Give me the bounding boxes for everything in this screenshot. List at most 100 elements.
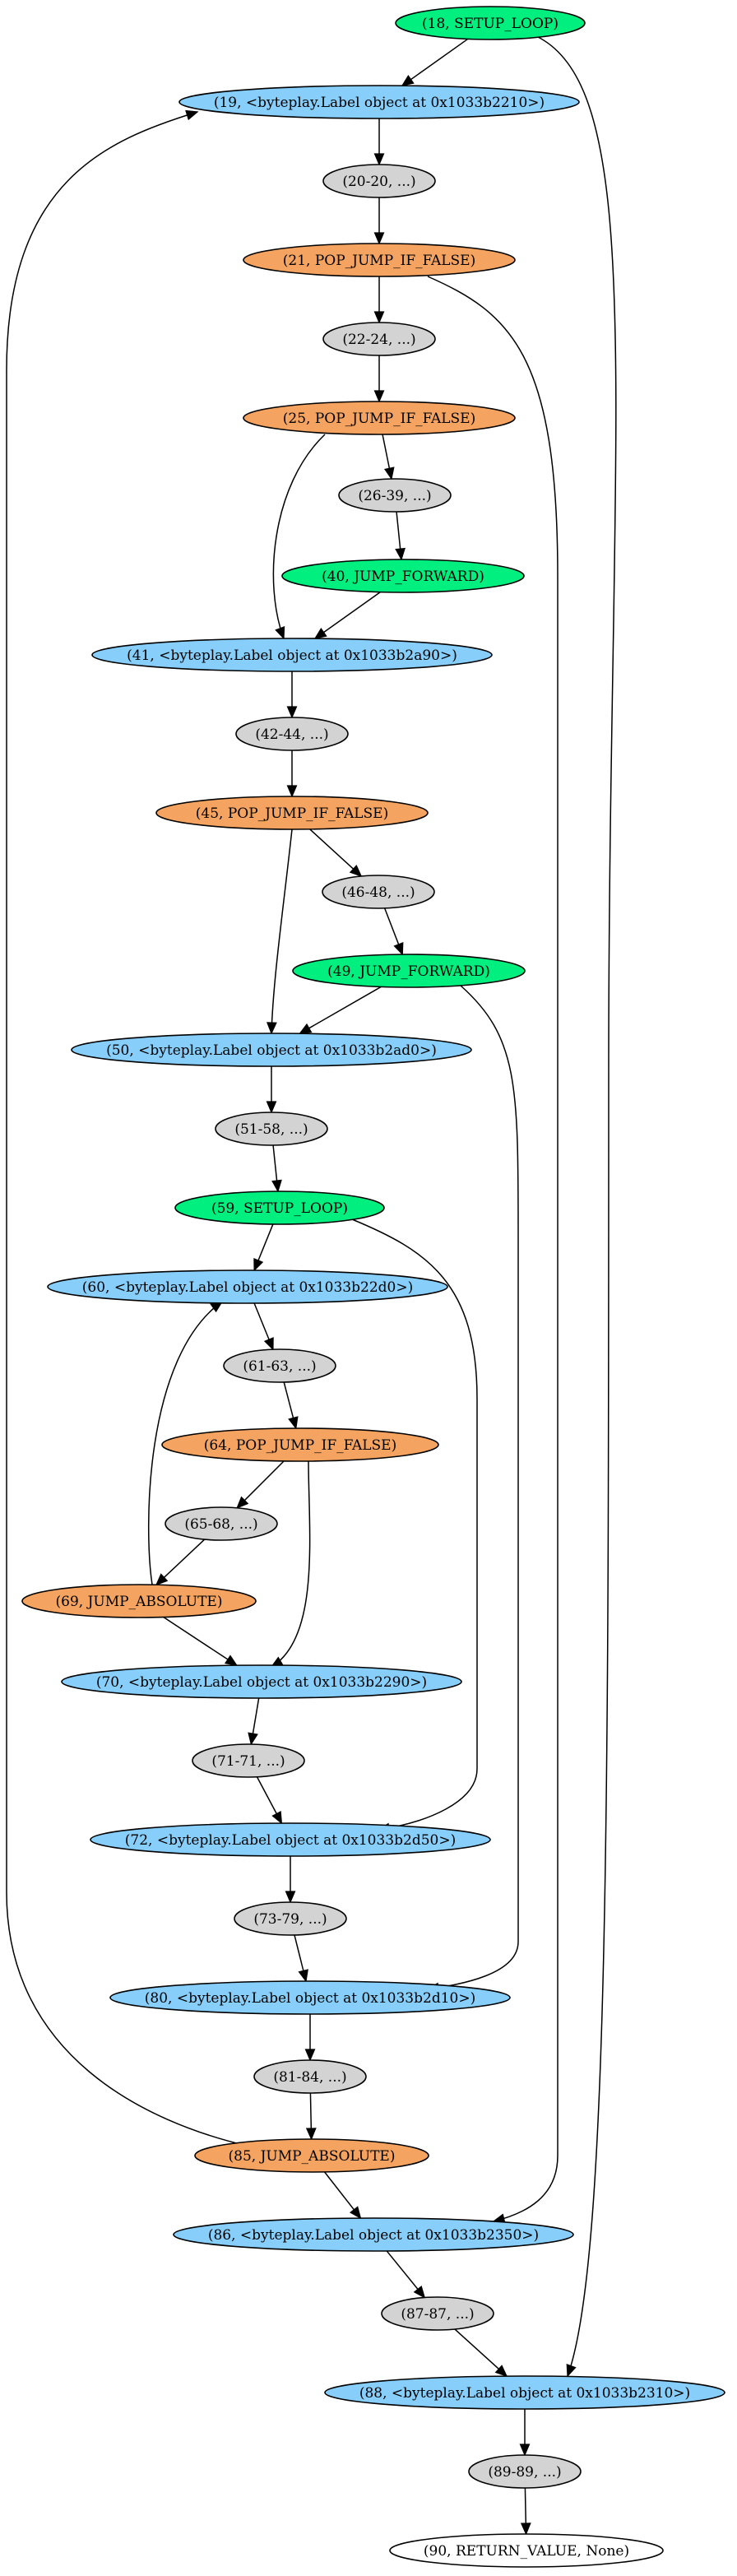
edge-line	[351, 1218, 478, 1831]
arrowhead	[395, 547, 406, 561]
node-26: (26-39, ...)	[338, 478, 452, 513]
node-label: (64, POP_JUMP_IF_FALSE)	[204, 1437, 396, 1454]
arrowhead	[155, 1573, 169, 1586]
arrowhead	[275, 626, 285, 640]
arrowhead	[286, 785, 298, 798]
node-71: (71-71, ...)	[192, 1743, 305, 1778]
node-59: (59, SETUP_LOOP)	[174, 1191, 385, 1225]
node-65: (65-68, ...)	[165, 1506, 278, 1541]
arrowhead	[373, 153, 385, 166]
node-label: (85, JUMP_ABSOLUTE)	[229, 2148, 396, 2165]
arrowhead	[288, 1416, 299, 1430]
node-64: (64, POP_JUMP_IF_FALSE)	[161, 1427, 439, 1462]
arrowhead	[349, 865, 363, 878]
edge-49-to-50	[299, 986, 382, 1034]
arrowhead	[305, 2128, 317, 2141]
node-90: (90, RETURN_VALUE, None)	[389, 2533, 664, 2568]
edge-21-to-22	[373, 276, 385, 324]
node-80: (80, <byteplay.Label object at 0x1033b2d…	[109, 1980, 511, 2015]
edge-45-to-50	[267, 828, 293, 1035]
node-label: (88, <byteplay.Label object at 0x1033b23…	[359, 2385, 690, 2402]
edge-87-to-88	[454, 2328, 508, 2378]
edge-70-to-71	[248, 1697, 260, 1746]
node-shape	[243, 243, 516, 277]
arrowhead	[299, 1023, 313, 1034]
node-label: (89-89, ...)	[488, 2464, 561, 2481]
node-shape	[71, 1033, 472, 1067]
edge-73-to-80	[294, 1934, 308, 1983]
arrowhead	[263, 1337, 274, 1351]
node-81: (81-84, ...)	[253, 2059, 367, 2094]
edge-19-to-20	[373, 118, 385, 166]
edge-51-to-59	[271, 1144, 282, 1193]
edge-line	[6, 111, 248, 2147]
node-shape	[47, 1269, 448, 1304]
node-shape	[234, 1901, 347, 1936]
node-shape	[21, 1584, 257, 1618]
edge-85-to-86	[323, 2171, 362, 2220]
edge-59-to-72	[351, 1218, 478, 1834]
node-20: (20-20, ...)	[322, 164, 436, 198]
node-shape	[338, 478, 452, 513]
edge-80-to-81	[304, 2014, 316, 2062]
node-87: (87-87, ...)	[381, 2296, 494, 2331]
edge-25-to-26	[382, 434, 395, 480]
node-label: (51-58, ...)	[234, 1121, 308, 1138]
node-shape	[194, 2138, 429, 2173]
arrowhead	[373, 311, 385, 324]
node-49: (49, JUMP_FORWARD)	[292, 954, 526, 988]
node-88: (88, <byteplay.Label object at 0x1033b23…	[324, 2375, 725, 2410]
edge-60-to-61	[253, 1302, 274, 1351]
node-shape	[109, 1980, 511, 2015]
edge-45-to-46	[309, 828, 363, 878]
edge-line	[535, 35, 617, 2377]
arrowhead	[401, 75, 415, 87]
node-label: (22-24, ...)	[342, 332, 415, 348]
edge-86-to-87	[386, 2250, 426, 2299]
edge-20-to-21	[373, 197, 385, 245]
arrowhead	[393, 942, 404, 956]
node-42: (42-44, ...)	[235, 717, 349, 751]
node-shape	[161, 1427, 439, 1462]
node-18: (18, SETUP_LOOP)	[395, 6, 586, 40]
arrowhead	[248, 1732, 258, 1746]
arrowhead	[373, 390, 385, 403]
node-label: (46-48, ...)	[341, 884, 415, 901]
node-21: (21, POP_JUMP_IF_FALSE)	[243, 243, 516, 277]
edge-25-to-41	[272, 434, 326, 640]
arrowhead	[520, 2523, 531, 2536]
node-shape	[215, 1112, 328, 1146]
edge-line	[427, 985, 519, 1990]
graph-edges	[6, 35, 617, 2536]
node-label: (72, <byteplay.Label object at 0x1033b2d…	[125, 1832, 456, 1849]
arrowhead	[313, 628, 327, 640]
edge-line	[401, 38, 469, 86]
node-shape	[292, 954, 526, 988]
node-label: (19, <byteplay.Label object at 0x1033b22…	[214, 95, 545, 111]
node-label: (70, <byteplay.Label object at 0x1033b22…	[96, 1674, 427, 1691]
arrowhead	[224, 1655, 239, 1667]
edge-line	[314, 592, 381, 639]
edge-88-to-89	[519, 2409, 531, 2457]
node-shape	[155, 796, 429, 830]
edge-69-to-70	[163, 1616, 239, 1667]
node-shape	[223, 1348, 336, 1383]
arrowhead	[494, 2365, 508, 2378]
arrowhead	[271, 1811, 283, 1825]
node-41: (41, <byteplay.Label object at 0x1033b2a…	[91, 638, 493, 672]
arrowhead	[185, 109, 199, 121]
node-label: (69, JUMP_ABSOLUTE)	[56, 1594, 223, 1610]
node-label: (61-63, ...)	[243, 1358, 316, 1375]
edge-41-to-42	[286, 671, 298, 719]
arrowhead	[373, 232, 385, 245]
arrowhead	[286, 706, 298, 719]
arrowhead	[304, 2049, 316, 2062]
arrowhead	[267, 1022, 277, 1035]
node-label: (42-44, ...)	[255, 726, 328, 743]
edge-85-to-19	[6, 109, 248, 2147]
edge-26-to-40	[395, 511, 406, 561]
node-shape	[468, 2454, 582, 2489]
node-shape	[281, 559, 525, 593]
node-73: (73-79, ...)	[234, 1901, 347, 1936]
edge-71-to-72	[256, 1776, 283, 1825]
